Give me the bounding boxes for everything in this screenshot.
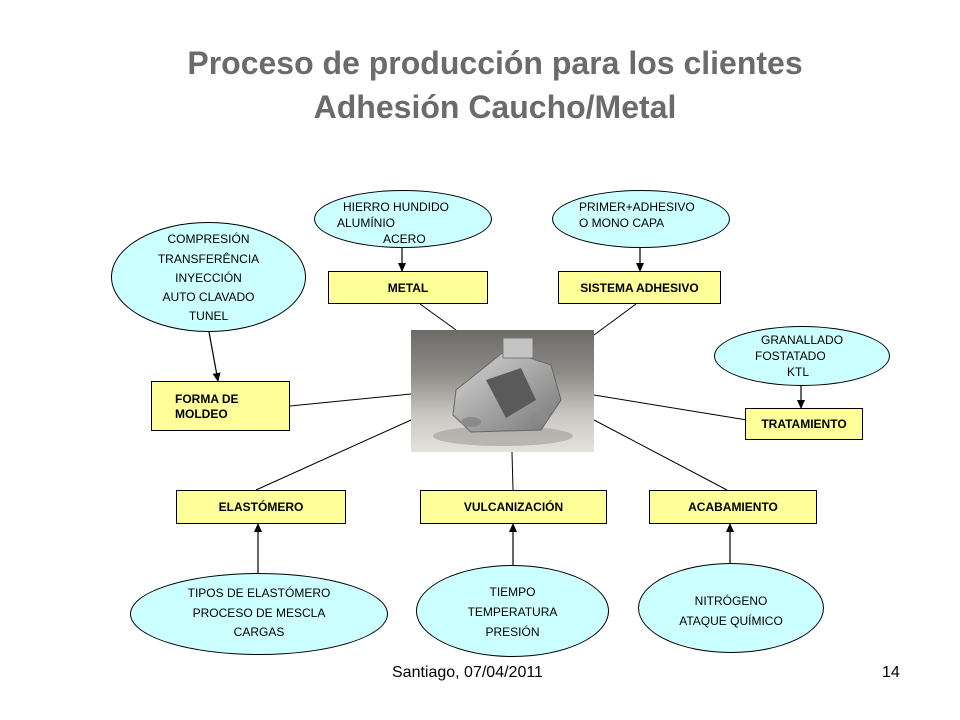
oval-text: KTL — [787, 365, 810, 379]
oval-text: ATAQUE QUÍMICO — [679, 614, 783, 628]
oval-text: HIERRO HUNDIDO — [343, 200, 450, 214]
oval-text: AUTO CLAVADO — [162, 290, 255, 304]
oval-text: GRANALLADO — [761, 333, 844, 347]
oval-text: INYECCIÓN — [175, 271, 242, 285]
oval-text: TRANSFERÊNCIA — [157, 252, 260, 266]
oval-text: CARGAS — [233, 625, 285, 639]
oval-text: TEMPERATURA — [467, 605, 558, 619]
oval-text: FOSTATADO — [755, 349, 826, 363]
line-metal-photo — [419, 303, 457, 331]
oval-text: PRESIÓN — [485, 625, 540, 639]
part-illustration — [433, 337, 573, 446]
oval-nitrogeno: NITRÓGENO ATAQUE QUÍMICO — [638, 563, 824, 653]
box-text: MOLDEO — [175, 407, 228, 421]
box-sistema-adhesivo: SISTEMA ADHESIVO — [558, 271, 721, 304]
slide-title-line1: Proceso de producción para los clientes — [187, 45, 803, 81]
oval-hierro: HIERRO HUNDIDO ALUMÍNIO ACERO — [314, 190, 492, 248]
footer-place-date: Santiago, 07/04/2011 — [392, 664, 543, 681]
line-sistema-photo — [593, 303, 637, 336]
oval-text: NITRÓGENO — [694, 594, 768, 608]
slide-title-line2: Adhesión Caucho/Metal — [313, 89, 677, 125]
line-elastomero-photo — [255, 419, 412, 491]
oval-text: ALUMÍNIO — [337, 216, 396, 230]
oval-text: PROCESO DE MESCLA — [192, 606, 326, 620]
oval-text: ACERO — [383, 232, 426, 246]
box-acabamiento: ACABAMIENTO — [649, 490, 817, 524]
line-tratamiento-photo — [593, 394, 748, 421]
line-vulcanizacion-photo — [511, 451, 514, 491]
box-forma-de-moldeo: FORMA DE MOLDEO — [151, 381, 290, 431]
oval-tipos: TIPOS DE ELASTÓMERO PROCESO DE MESCLA CA… — [130, 573, 388, 655]
part-photo — [411, 330, 594, 452]
oval-text: TUNEL — [188, 309, 229, 323]
oval-primer: PRIMER+ADHESIVO O MONO CAPA — [552, 190, 730, 248]
oval-text: TIPOS DE ELASTÓMERO — [187, 586, 331, 600]
oval-granallado: GRANALLADO FOSTATADO KTL — [714, 326, 890, 386]
oval-text: COMPRESIÓN — [167, 232, 250, 246]
oval-text: PRIMER+ADHESIVO — [579, 200, 695, 214]
box-elastomero: ELASTÓMERO — [176, 490, 346, 524]
oval-text: O MONO CAPA — [579, 216, 665, 230]
footer-page-number: 14 — [882, 664, 900, 681]
line-acabamiento-photo — [593, 419, 728, 491]
line-forma-photo — [289, 393, 412, 407]
oval-compresion: COMPRESIÓN TRANSFERÊNCIA INYECCIÓN AUTO … — [111, 222, 306, 332]
box-vulcanizacion: VULCANIZACIÓN — [420, 490, 607, 524]
arrow-compresion-to-forma — [208, 331, 221, 382]
oval-tiempo: TIEMPO TEMPERATURA PRESIÓN — [416, 565, 609, 657]
box-text: FORMA DE — [175, 392, 239, 406]
box-metal: METAL — [328, 271, 488, 304]
oval-text: TIEMPO — [489, 585, 536, 599]
box-tratamiento: TRATAMIENTO — [745, 408, 863, 440]
